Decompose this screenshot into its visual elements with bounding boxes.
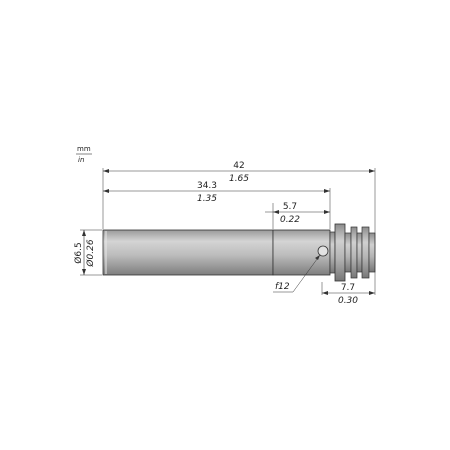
step-length-in: 0.22 xyxy=(280,215,300,225)
callout-label: f12 xyxy=(275,282,290,292)
units-legend: mm in xyxy=(76,145,92,164)
dim-body-length: 34.3 1.35 xyxy=(103,181,331,204)
overall-length-mm: 42 xyxy=(233,161,244,171)
body-length-in: 1.35 xyxy=(197,194,217,204)
step-length-mm: 5.7 xyxy=(283,202,297,212)
led-callout: f12 xyxy=(273,254,321,293)
dim-step-length: 5.7 0.22 xyxy=(265,202,330,225)
dim-overall-length: 42 1.65 xyxy=(103,161,375,184)
body-length-mm: 34.3 xyxy=(197,181,217,191)
unit-secondary: in xyxy=(78,156,84,164)
connector-length-in: 0.30 xyxy=(338,296,358,306)
dim-diameter: Ø6.5 Ø0.26 xyxy=(73,230,96,275)
diameter-mm: Ø6.5 xyxy=(73,242,84,263)
dim-connector-length: 7.7 0.30 xyxy=(322,283,375,306)
overall-length-in: 1.65 xyxy=(229,174,249,184)
unit-primary: mm xyxy=(77,145,91,153)
sensor-body xyxy=(102,223,376,282)
led-hole xyxy=(317,245,329,257)
connector-length-mm: 7.7 xyxy=(341,283,355,293)
diameter-in: Ø0.26 xyxy=(85,239,96,267)
